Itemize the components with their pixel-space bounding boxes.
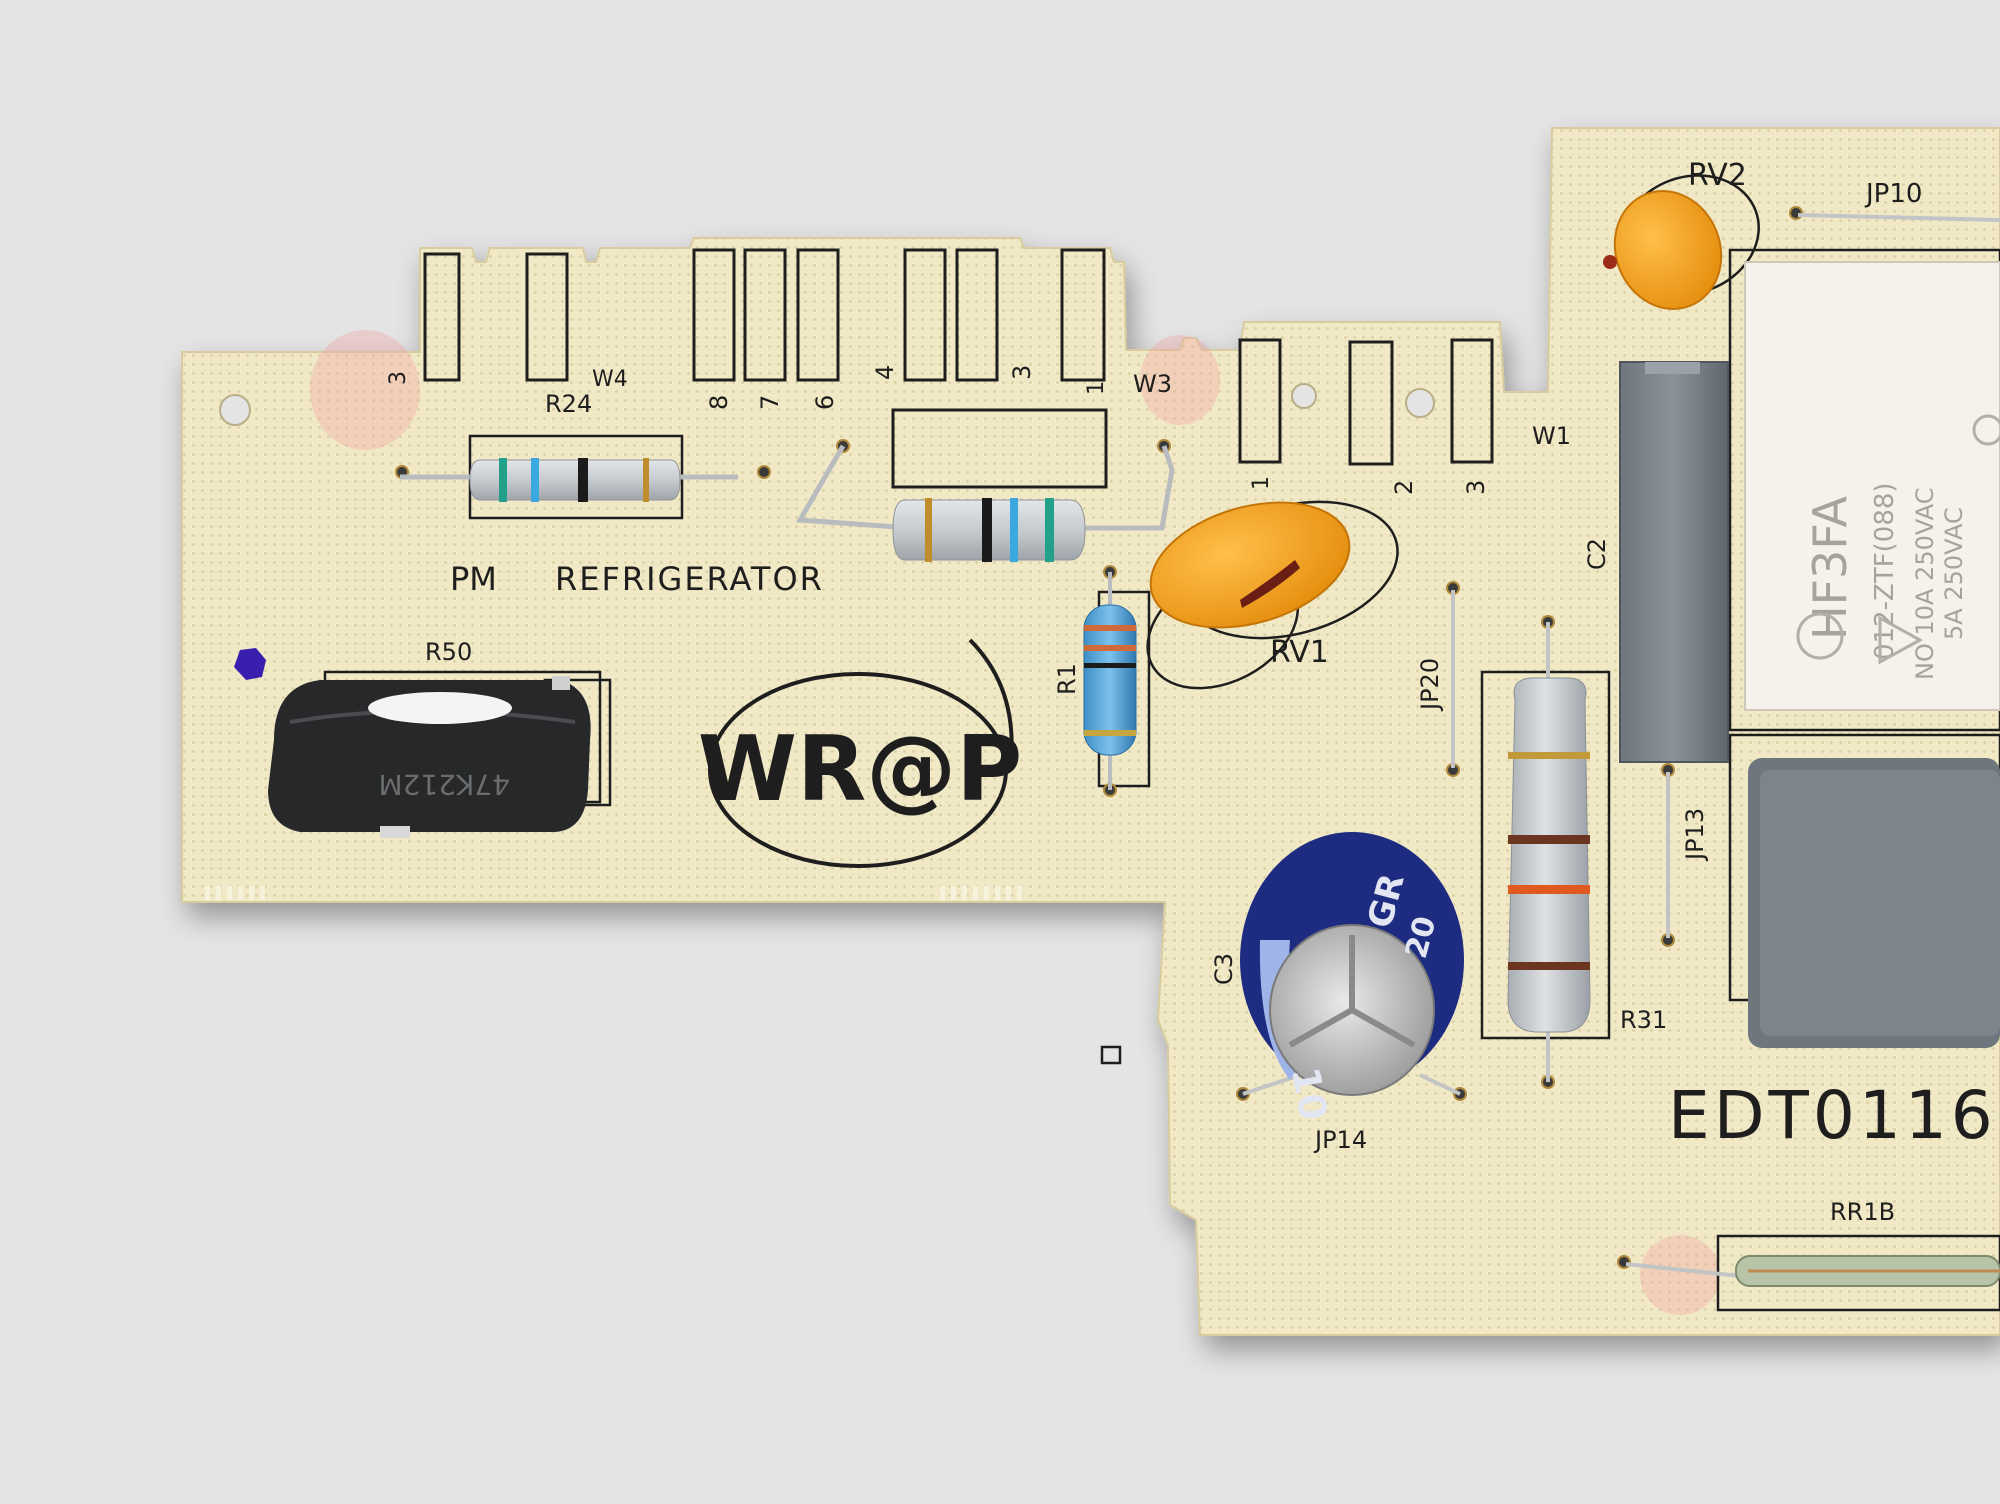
pin-4-label: 4 [871,365,899,380]
label-w3: W3 [1133,370,1172,398]
pin-1-label: 1 [1084,381,1109,395]
label-jp10: JP10 [1864,179,1922,209]
pin-1-label-b: 1 [1249,476,1274,490]
pin-2-label: 2 [1390,480,1418,495]
pin-3-label: 3 [386,371,411,385]
resistor-r1 [1083,572,1137,790]
logo-text: WR@P [698,717,1023,822]
capacitor-value: 10 [1283,1064,1336,1124]
resistor-r24 [400,458,738,502]
mounting-hole [219,394,251,426]
label-c3: C3 [1210,953,1238,985]
capacitor-c3: GR 20 10 [1240,832,1464,1124]
relay-model: HF3FA [1803,495,1857,640]
label-rv1: RV1 [1270,635,1329,670]
label-refrigerator: REFRIGERATOR [555,560,824,598]
relay-rating-2: 5A 250VAC [1940,507,1968,640]
label-jp13: JP13 [1681,808,1709,862]
reed-switch-rr1b [1735,1255,2000,1287]
label-jp14: JP14 [1313,1126,1367,1154]
relay-code: 012-ZTF(088) [1870,482,1900,660]
cert-circle-icon [1972,414,2000,446]
relay-rating-1: NO 10A 250VAC [1911,487,1939,680]
trimmer-r50: 47K212M [268,670,602,838]
board-edge-teeth [205,886,1022,900]
capacitor-c2 [1619,361,1729,763]
label-r1: R1 [1053,663,1081,695]
marker-dot [234,648,266,680]
label-r50: R50 [425,638,472,666]
varistor-rv2 [1603,190,1723,310]
mounting-hole-3 [1291,383,1317,409]
pin-3-label-c: 3 [1462,480,1490,495]
label-c2: C2 [1583,538,1611,570]
varistor-rv1 [1149,501,1351,629]
label-r24: R24 [545,390,592,418]
cert-triangle-icon [1878,615,1924,665]
label-w1: W1 [1532,422,1571,450]
relay-logo-icon [1796,612,1844,660]
resistor-r31 [1507,622,1591,1082]
label-r31: R31 [1620,1006,1667,1034]
silkscreen-text: 3 W4 R24 8 7 6 4 3 1 W3 1 2 3 W1 PM REFR… [386,158,1997,1226]
label-w4: W4 [592,367,628,392]
trimmer-marking: 47K212M [378,768,510,801]
film-capacitor-lower [1748,758,2000,1048]
resistor-middle [795,444,1175,562]
jumper-wires [1451,213,2000,1278]
connector-pads [423,248,1494,489]
flux-stains [310,330,1720,1315]
pin-6-label: 6 [811,395,839,410]
mounting-hole-2 [1405,388,1435,418]
wrap-logo: WR@P [698,638,1023,868]
label-rv2: RV2 [1688,158,1747,193]
label-pm: PM [450,560,497,598]
pin-7-label: 7 [756,395,784,410]
pin-3-label-b: 3 [1008,365,1036,380]
pin-8-label: 8 [705,395,733,410]
label-rr1b: RR1B [1830,1198,1895,1226]
part-number: EDT0116 [1668,1077,1997,1154]
label-jp20: JP20 [1416,658,1444,712]
relay: HF3FA 012-ZTF(088) NO 10A 250VAC 5A 250V… [1744,261,2000,711]
